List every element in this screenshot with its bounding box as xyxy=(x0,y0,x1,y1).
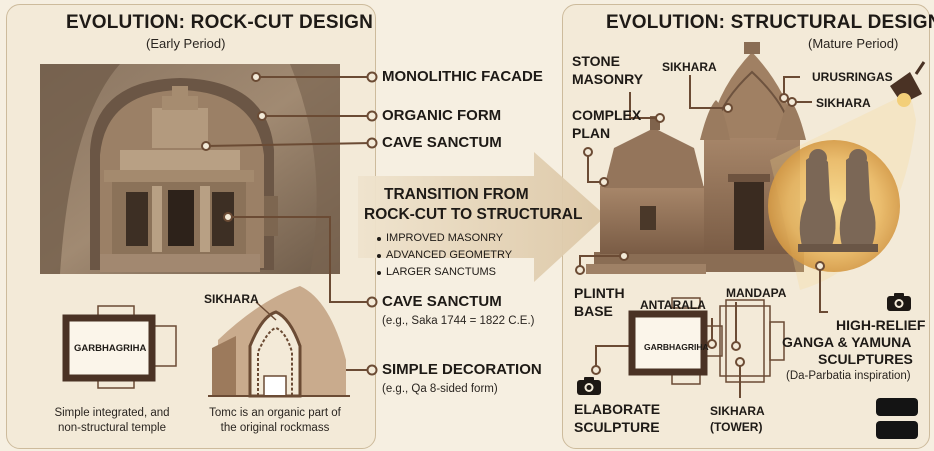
right-subtitle: (Mature Period) xyxy=(808,36,899,51)
callout-tower: (TOWER) xyxy=(710,420,763,434)
camera-icon[interactable] xyxy=(886,292,912,312)
callout-masonry: MASONRY xyxy=(572,71,644,87)
transition-title-1: TRANSITION FROM xyxy=(384,186,529,203)
spotlight-icon xyxy=(890,61,926,107)
callout-sculpture: SCULPTURE xyxy=(574,419,660,435)
sculptures xyxy=(798,149,878,252)
right-plan-drawing xyxy=(628,297,785,385)
left-plan-label: GARBHAGRIHA xyxy=(74,343,147,354)
left-callout-lines xyxy=(205,76,373,371)
bullet-dot xyxy=(377,271,381,275)
transition-bullet: IMPROVED MASONRY xyxy=(386,232,504,244)
callout-mandapa: MANDAPA xyxy=(726,286,787,300)
camera-icon[interactable] xyxy=(576,376,602,396)
transition-arrow xyxy=(358,152,606,282)
simple-decoration-note: (e.g., Qa 8-sided form) xyxy=(382,383,498,395)
callout-cave-sanctum-2: CAVE SANCTUM xyxy=(382,293,502,310)
high-relief-note: (Da-Parbatia inspiration) xyxy=(786,370,911,382)
callout-ganga-yamuna: GANGA & YAMUNA xyxy=(782,334,912,350)
callout-sikhara-tower: SIKHARA xyxy=(710,404,765,418)
callout-urusringas: URUSRINGAS xyxy=(812,70,893,84)
callout-high-relief: HIGH-RELIEF xyxy=(836,317,926,333)
left-callout-dots xyxy=(201,71,378,376)
callout-monolithic-facade: MONOLITHIC FACADE xyxy=(382,68,543,85)
callout-plan: PLAN xyxy=(572,125,611,141)
callout-simple-decoration: SIMPLE DECORATION xyxy=(382,361,542,378)
menu-icon[interactable] xyxy=(876,398,918,439)
bullet-dot xyxy=(377,254,381,258)
bullet-dot xyxy=(377,237,381,241)
transition-bullet: ADVANCED GEOMETRY xyxy=(386,249,513,261)
callout-organic-form: ORGANIC FORM xyxy=(382,107,502,124)
left-section-drawing xyxy=(208,286,350,398)
callout-sculptures: SCULPTURES xyxy=(818,351,913,367)
left-section-label: SIKHARA xyxy=(204,292,259,306)
right-plan-label: GARBHAGRIHA xyxy=(644,342,709,352)
callout-cave-sanctum: CAVE SANCTUM xyxy=(382,134,502,151)
transition-title-2: ROCK-CUT TO STRUCTURAL xyxy=(364,206,583,223)
callout-sikhara-top: SIKHARA xyxy=(662,60,717,74)
left-plan-drawing xyxy=(62,305,177,389)
right-callout-lines xyxy=(579,75,828,398)
sculpture-glow xyxy=(768,140,900,272)
cave-sanctum-note: (e.g., Saka 1744 = 1822 C.E.) xyxy=(382,315,535,327)
left-section-caption: Tomc is an organic part of the original … xyxy=(209,407,341,434)
left-subtitle: (Early Period) xyxy=(146,36,226,51)
callout-antarala: ANTARALA xyxy=(640,298,706,312)
left-title: EVOLUTION: ROCK-CUT DESIGN xyxy=(66,12,374,33)
left-plan-caption: Simple integrated, and non-structural te… xyxy=(54,407,170,434)
temple-photo xyxy=(586,42,806,274)
callout-sikhara-right: SIKHARA xyxy=(816,96,871,110)
callout-stone: STONE xyxy=(572,53,620,69)
callout-base: BASE xyxy=(574,303,613,319)
transition-bullet: LARGER SANCTUMS xyxy=(386,266,497,278)
callout-plinth: PLINTH xyxy=(574,285,625,301)
right-title: EVOLUTION: STRUCTURAL DESIGN xyxy=(606,12,934,33)
callout-complex: COMPLEX xyxy=(572,107,642,123)
cave-photo xyxy=(40,64,340,274)
callout-elaborate: ELABORATE xyxy=(574,401,661,417)
